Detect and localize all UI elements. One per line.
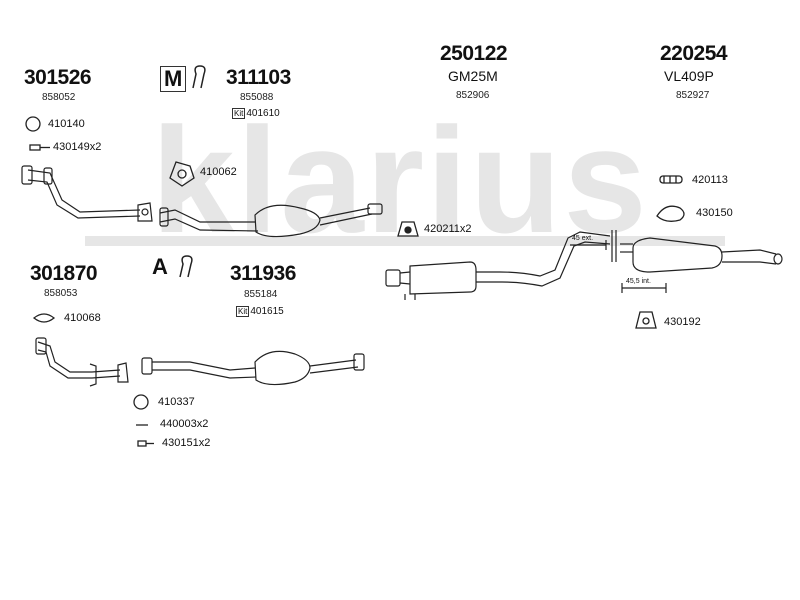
rubber-mount-icon-420211: [397, 221, 419, 237]
kit-number: 401615: [250, 306, 284, 317]
catalytic-converter-311103: [159, 203, 383, 238]
front-pipe-301870: [35, 337, 129, 387]
part-430151: 430151x2: [162, 437, 211, 449]
kit-number: 401610: [246, 108, 280, 119]
model-code-badge-a: A: [152, 254, 168, 279]
part-420211: 420211x2: [424, 223, 472, 235]
dimension-int-label: 45,5 int.: [626, 278, 651, 285]
rubber-mount-icon-430192: [635, 311, 657, 329]
kit-label: Kit: [232, 108, 246, 119]
part-410337: 410337: [158, 396, 195, 408]
group-model-gm25m: GM25M: [448, 68, 498, 84]
middle-silencer-250122: [385, 231, 611, 300]
ring-icon-410337: [133, 394, 149, 410]
group-ref-852927: 852927: [676, 90, 710, 101]
gasket-icon-410062: [169, 161, 195, 187]
group-model-vl409p: VL409P: [664, 68, 714, 84]
part-410068: 410068: [64, 312, 101, 324]
model-code-badge-m: M: [160, 66, 187, 92]
part-430192: 430192: [664, 316, 701, 328]
part-410140: 410140: [48, 118, 85, 130]
kit-label: Kit: [236, 306, 250, 317]
ring-icon-410140: [25, 116, 41, 132]
group-number-311103: 311103: [226, 66, 291, 89]
rear-silencer-220254: [611, 230, 783, 273]
part-420113: 420113: [692, 174, 728, 186]
bolt-icon-430151: [137, 440, 154, 447]
catalytic-converter-311936: [141, 350, 365, 386]
group-ref-858053: 858053: [44, 288, 78, 299]
part-430149: 430149x2: [53, 141, 102, 153]
part-440003: 440003x2: [160, 418, 209, 430]
clamp-icon-420113: [659, 175, 683, 184]
part-430150: 430150: [696, 207, 733, 219]
group-ref-852906: 852906: [456, 90, 490, 101]
group-number-301526: 301526: [24, 66, 92, 89]
group-ref-855184: 855184: [244, 289, 278, 300]
dimension-ext-label: 45 ext.: [572, 235, 594, 242]
group-ref-855088: 855088: [240, 92, 274, 103]
front-pipe-301526: [21, 165, 153, 222]
group-number-250122: 250122: [440, 42, 508, 65]
gasket-icon-410068: [32, 313, 56, 323]
group-ref-858052: 858052: [42, 92, 76, 103]
group-number-301870: 301870: [30, 262, 98, 285]
bolt-icon-430149: [29, 144, 50, 151]
group-number-311936: 311936: [230, 262, 296, 285]
gasket-icon-430150: [656, 205, 685, 222]
group-number-220254: 220254: [660, 42, 728, 65]
part-410062: 410062: [200, 166, 237, 178]
